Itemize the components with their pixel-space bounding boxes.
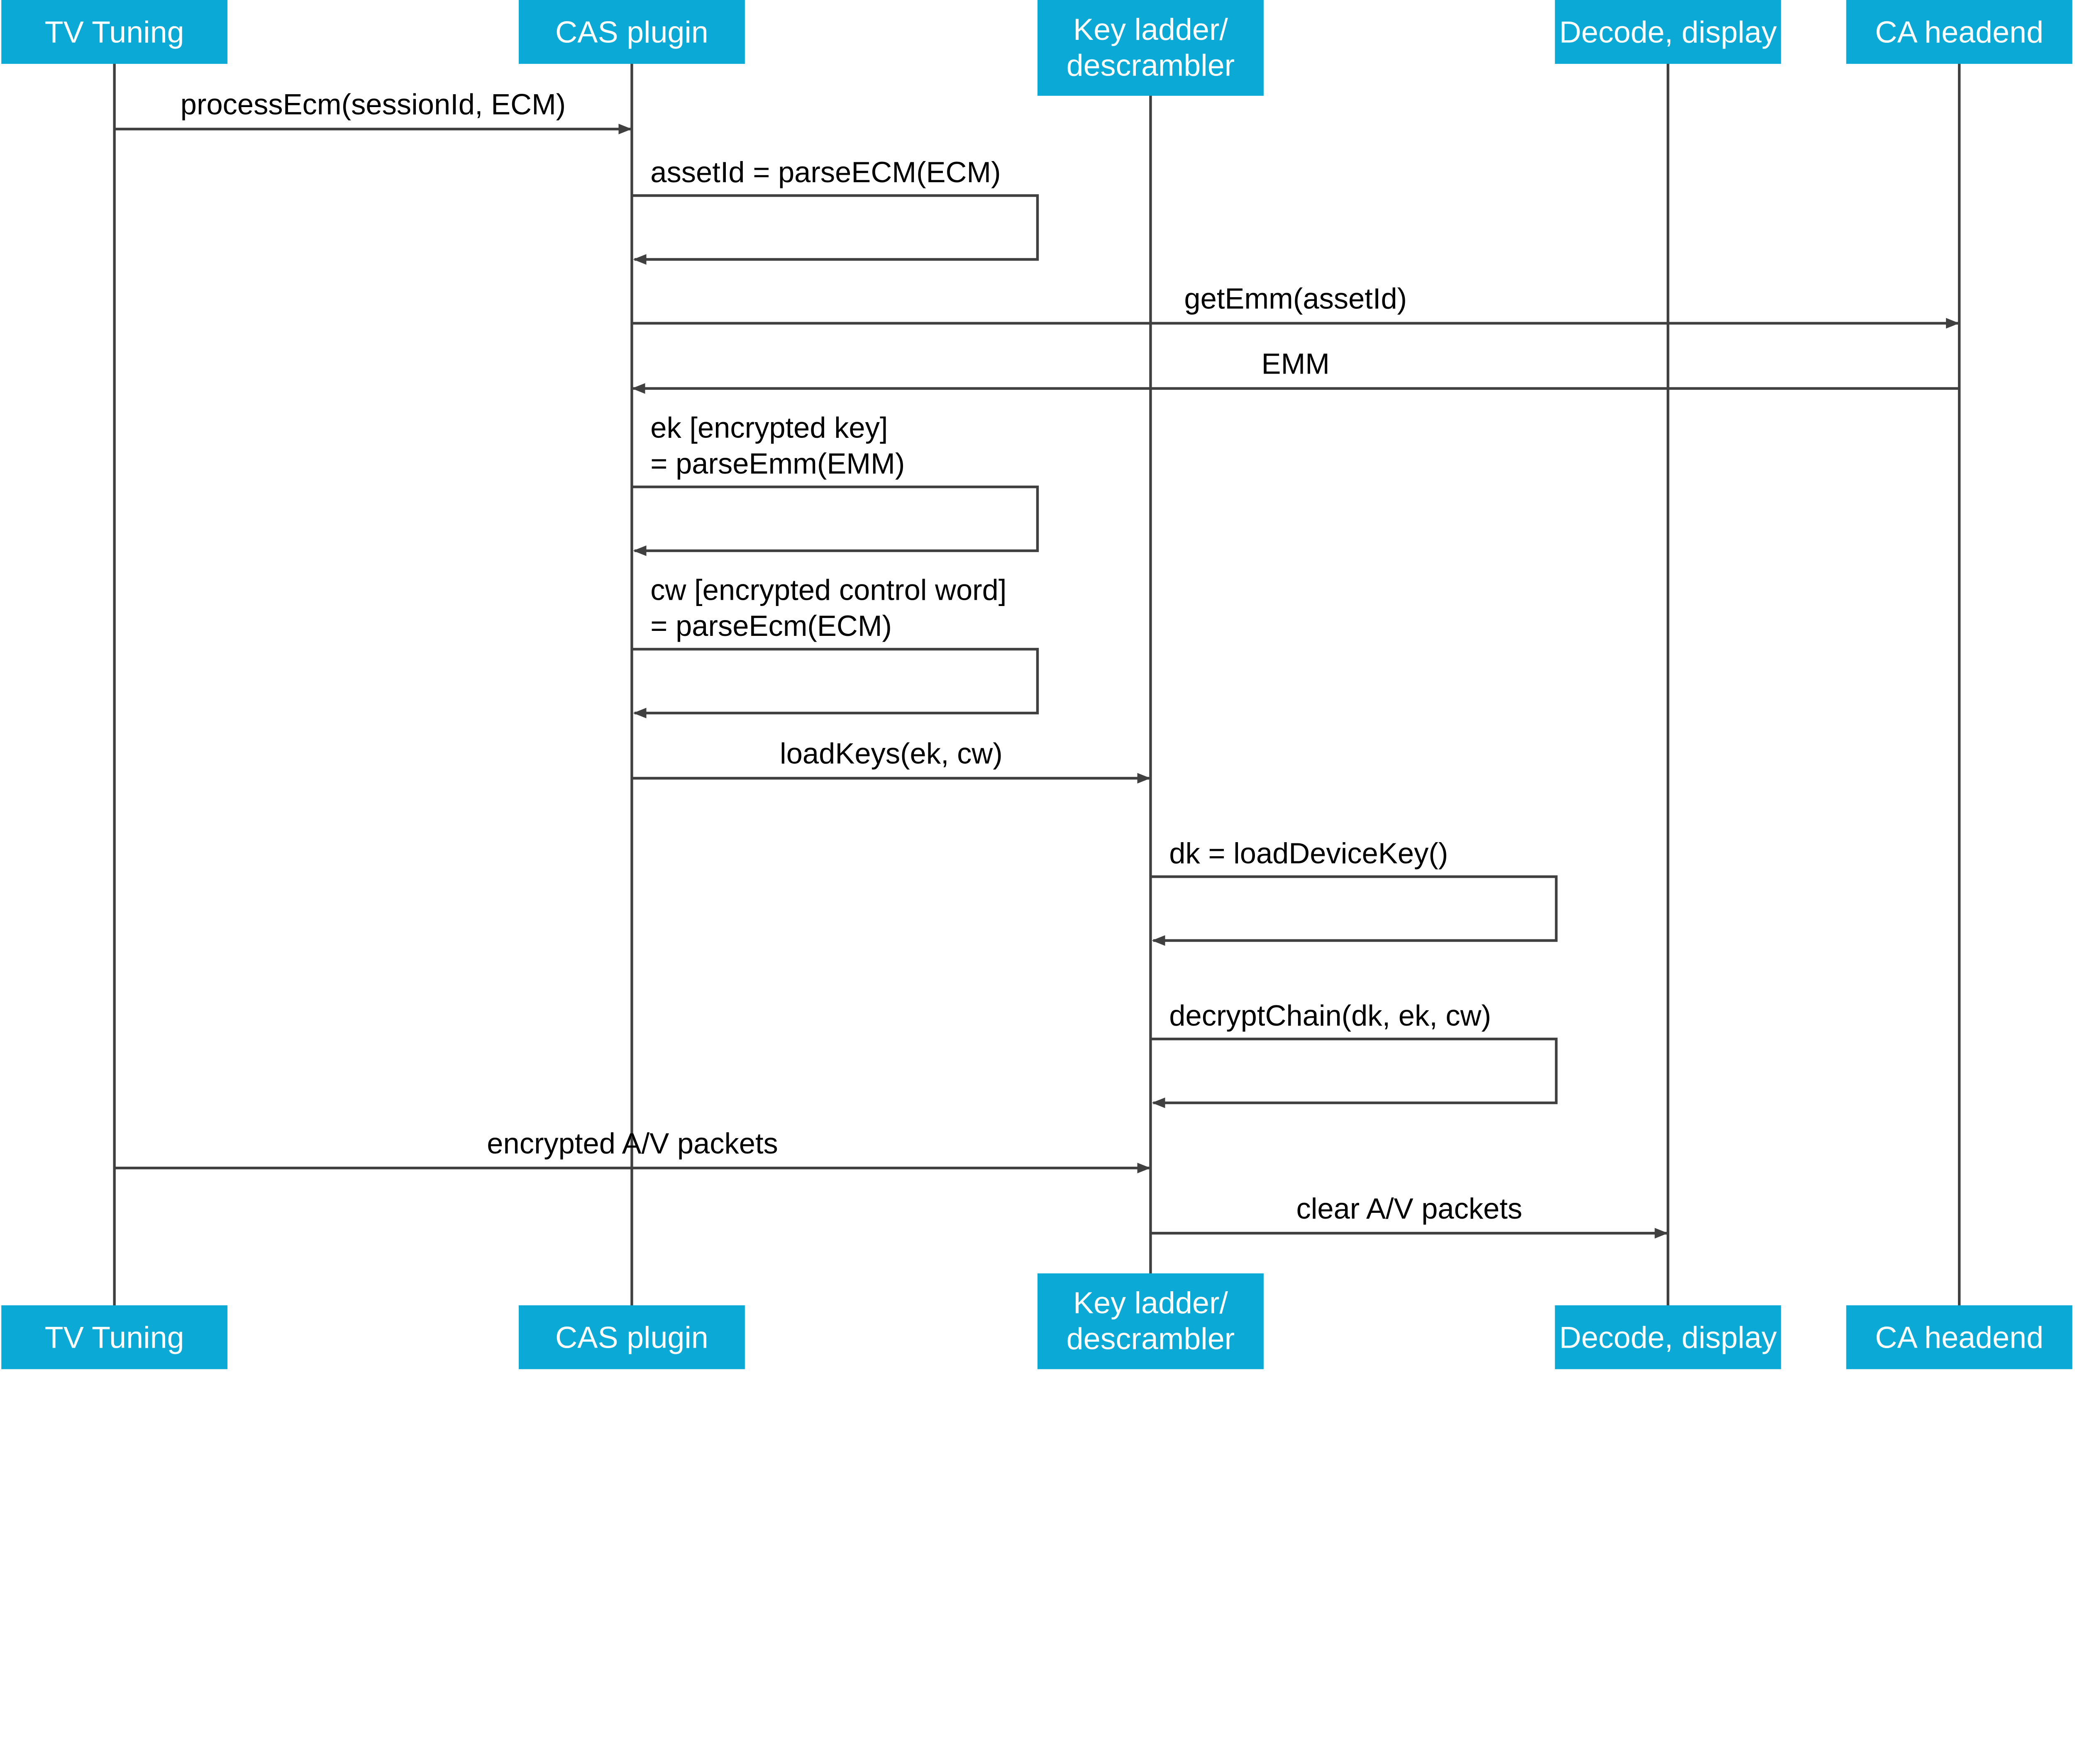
message-label: loadKeys(ek, cw) <box>780 737 1003 770</box>
participant-ca-top: CA headend <box>1846 0 2073 64</box>
participant-label: CA headend <box>1875 1320 2043 1354</box>
participant-key-bottom: Key ladder/descrambler <box>1038 1273 1264 1369</box>
participant-box <box>1555 0 1781 64</box>
message-label: getEmm(assetId) <box>1184 282 1407 315</box>
participant-label: TV Tuning <box>45 1320 184 1354</box>
self-message-arrow <box>632 194 1039 265</box>
message-label: = parseEcm(ECM) <box>650 609 892 642</box>
participant-dec-bottom: Decode, display <box>1555 1305 1781 1369</box>
participant-key-top: Key ladder/descrambler <box>1038 0 1264 96</box>
self-message-arrow <box>1150 875 1558 946</box>
participant-box <box>1038 0 1264 96</box>
message-9: encrypted A/V packets <box>114 1127 1151 1173</box>
message-10: clear A/V packets <box>1150 1192 1668 1239</box>
message-label: processEcm(sessionId, ECM) <box>181 88 566 121</box>
self-message-arrow <box>632 485 1039 556</box>
participant-box <box>519 1305 745 1369</box>
message-label: encrypted A/V packets <box>487 1127 778 1160</box>
message-0: processEcm(sessionId, ECM) <box>114 88 632 134</box>
participant-box <box>1846 1305 2073 1369</box>
participant-label: Decode, display <box>1559 1320 1777 1354</box>
message-label: decryptChain(dk, ek, cw) <box>1169 999 1491 1032</box>
participant-tv-bottom: TV Tuning <box>1 1305 228 1369</box>
participant-label: Decode, display <box>1559 15 1777 49</box>
participant-box <box>1846 0 2073 64</box>
message-3: EMM <box>632 347 1960 394</box>
participant-label: TV Tuning <box>45 15 184 49</box>
participant-cas-top: CAS plugin <box>519 0 745 64</box>
participant-box <box>1 0 228 64</box>
self-message-arrow <box>632 647 1039 718</box>
participant-label: Key ladder/ <box>1073 12 1228 46</box>
participant-box <box>519 0 745 64</box>
message-4: ek [encrypted key]= parseEmm(EMM) <box>632 411 1039 556</box>
message-7: dk = loadDeviceKey() <box>1150 837 1558 946</box>
message-label: EMM <box>1262 347 1330 380</box>
participant-label: descrambler <box>1067 1322 1235 1356</box>
sequence-diagram: processEcm(sessionId, ECM) assetId = pars… <box>1 0 2073 1369</box>
message-6: loadKeys(ek, cw) <box>632 737 1151 784</box>
participant-label: CA headend <box>1875 15 2043 49</box>
participant-label: CAS plugin <box>555 1320 708 1354</box>
participant-label: descrambler <box>1067 48 1235 83</box>
participant-dec-top: Decode, display <box>1555 0 1781 64</box>
message-label: clear A/V packets <box>1296 1192 1522 1225</box>
message-label: ek [encrypted key] <box>650 411 888 444</box>
participant-cas-bottom: CAS plugin <box>519 1305 745 1369</box>
message-1: assetId = parseECM(ECM) <box>632 156 1039 265</box>
participant-box <box>1555 1305 1781 1369</box>
participant-tv-top: TV Tuning <box>1 0 228 64</box>
self-message-arrow <box>1150 1037 1558 1108</box>
message-2: getEmm(assetId) <box>632 282 1960 329</box>
message-label: = parseEmm(EMM) <box>650 447 905 480</box>
participant-ca-bottom: CA headend <box>1846 1305 2073 1369</box>
participant-label: CAS plugin <box>555 15 708 49</box>
message-label: assetId = parseECM(ECM) <box>650 156 1001 188</box>
participant-box <box>1 1305 228 1369</box>
message-label: dk = loadDeviceKey() <box>1169 837 1448 870</box>
message-label: cw [encrypted control word] <box>650 574 1006 606</box>
participant-box <box>1038 1273 1264 1369</box>
participant-label: Key ladder/ <box>1073 1285 1228 1320</box>
message-5: cw [encrypted control word]= parseEcm(EC… <box>632 574 1039 718</box>
message-8: decryptChain(dk, ek, cw) <box>1150 999 1558 1108</box>
